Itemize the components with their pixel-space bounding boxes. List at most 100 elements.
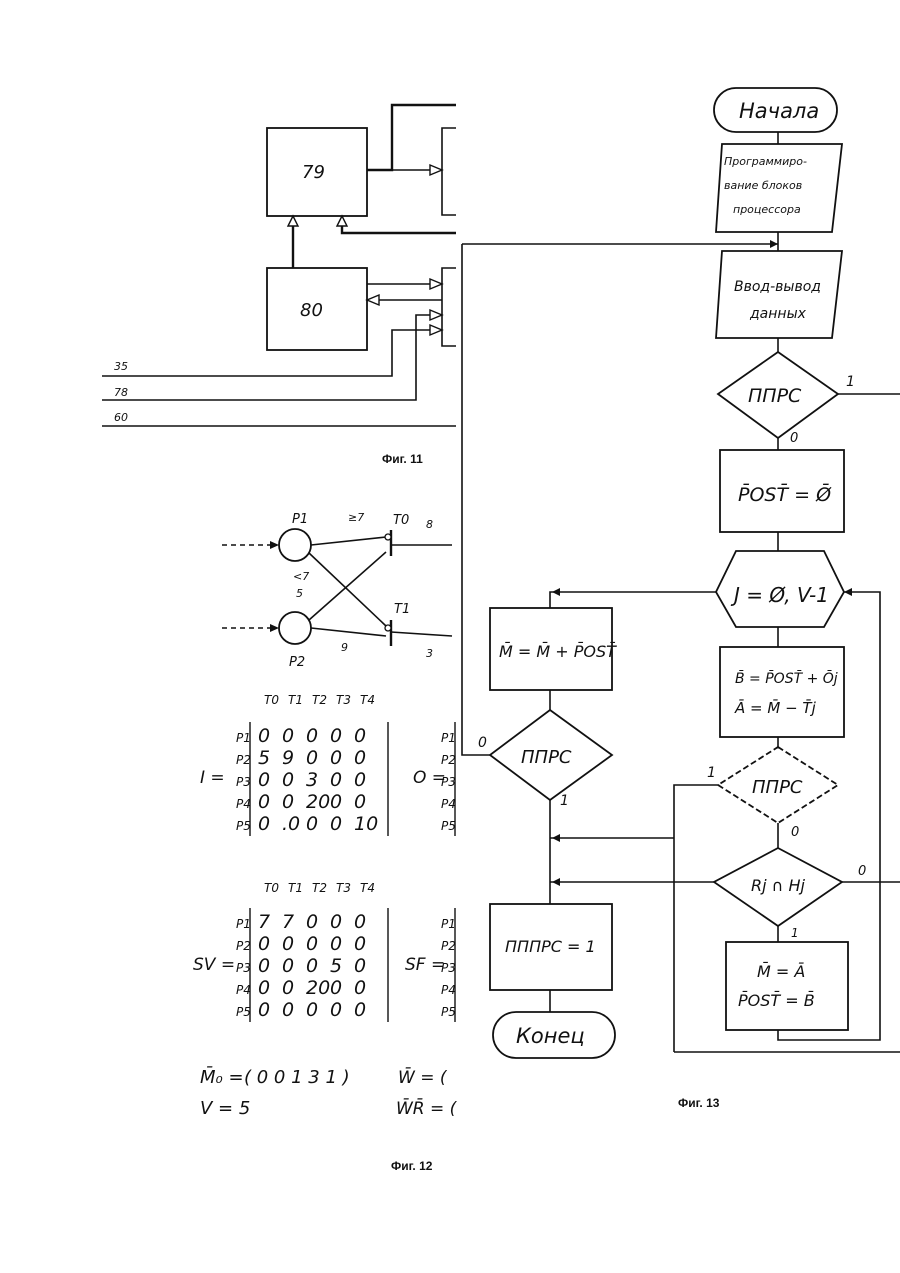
matrix_SV-cell: 20: [306, 977, 330, 999]
arc-label-lt7: <7: [293, 570, 309, 583]
io-step-line2: данных: [749, 306, 807, 322]
vector-m0-value: ( 0 0 1 3 1 ): [244, 1067, 350, 1088]
place-p2: [279, 612, 311, 644]
fig11-block-diagram: 79 80 35 78 60 Фиг. 11: [102, 105, 456, 466]
matrix_SV-cell: 0: [258, 933, 270, 955]
arc-t1-out: [391, 632, 452, 636]
block-79-label: 79: [302, 162, 325, 183]
matrix_I-cell: 20: [306, 791, 330, 813]
inhibitor-t1: [385, 625, 391, 631]
cond2-one-rail: [674, 785, 732, 1052]
decision-pprs-mid-one: 1: [707, 765, 716, 781]
program-step-line2: вание блоков: [724, 179, 802, 192]
matrix_I-cell: 0: [282, 769, 294, 791]
decision-pprs-top-label: ППРС: [748, 385, 802, 407]
matrix_I-cell: 0: [306, 747, 318, 769]
matrix-sv-name: SV =: [193, 955, 235, 975]
assign-m-sum-label: M̄ = M̄ + P̄OST̄: [499, 642, 617, 661]
matrix_I-col-header: T0: [264, 693, 279, 707]
arc-p2-t0: [309, 552, 386, 620]
matrix_SV-cell: 0: [330, 999, 342, 1021]
matrix_SV-col-header: T1: [288, 881, 303, 895]
arrow-into-79-b: [337, 216, 347, 226]
matrix_SV-cell: 7: [282, 911, 294, 933]
matrix_SV-cell: 0: [282, 933, 294, 955]
matrix_I-cell: 0: [354, 769, 366, 791]
merge-arrow-lower: [552, 878, 560, 886]
matrix_SV-row-header: P5: [236, 1005, 251, 1019]
right-block-upper-edge: [442, 128, 456, 215]
arrow-bus-b: [430, 325, 442, 335]
matrix_I-cell: 0: [354, 747, 366, 769]
matrix_SV-row-header: P4: [236, 983, 251, 997]
matrix_I-col-header: T1: [288, 693, 303, 707]
matrix_I-cell: 0: [258, 813, 270, 835]
matrix_I-col-header: T4: [360, 693, 375, 707]
calc-a-label: Ā = M̄ − T̄j: [734, 698, 817, 717]
matrix_O-row-header: P1: [441, 731, 456, 745]
wire-feed-79: [342, 226, 456, 233]
start-label: Начала: [739, 99, 819, 123]
arc-p2-t1: [311, 628, 386, 636]
matrix_SV-col-header: T4: [360, 881, 375, 895]
arc-p1-t1: [309, 553, 386, 626]
matrix_SV-row-header: P2: [236, 939, 251, 953]
matrix_SV-cell: 0: [282, 999, 294, 1021]
merge-arrow-upper: [552, 834, 560, 842]
matrix_I-cell: 0: [330, 769, 342, 791]
arrow-80-out: [430, 279, 442, 289]
arrow-80-in: [367, 295, 379, 305]
matrix_I-cell: 5: [258, 747, 270, 769]
arrow-into-79-a: [288, 216, 298, 226]
loopback-arrow: [770, 240, 778, 248]
matrix-o-partial: P1P2P3P4P5: [441, 722, 456, 836]
matrix_SV-cell: 0: [330, 933, 342, 955]
matrix_SV-cell: 0: [354, 911, 366, 933]
fig12-caption: Фиг. 12: [391, 1159, 433, 1173]
matrix_SV-cell: 7: [258, 911, 270, 933]
loop-exit-left: [550, 592, 716, 608]
loop-j-label: J = Ø, V-1: [730, 583, 829, 607]
matrix_SV-cell: 0: [330, 977, 342, 999]
matrix_I-cell: 0: [258, 769, 270, 791]
matrix_I-row-header: P4: [236, 797, 251, 811]
place-p1-label: P1: [292, 512, 308, 527]
matrix_I-cell: 0: [330, 813, 342, 835]
decision-pprs-left-one: 1: [560, 793, 569, 809]
matrix_SV-cell: 0: [354, 933, 366, 955]
end-label: Конец: [516, 1024, 585, 1048]
matrix_SV-col-header: T3: [336, 881, 351, 895]
decision-rj-hj-one: 1: [791, 926, 799, 940]
matrix_I-cell: 0: [282, 791, 294, 813]
matrix_I-cell: 0: [330, 791, 342, 813]
matrix-sf-name: SF =: [405, 955, 445, 975]
assign-m-a-label: M̄ = Ā: [757, 962, 805, 981]
matrix_I-cell: 9: [282, 747, 294, 769]
loopback-left-rail: [462, 244, 490, 755]
decision-pprs-top-one: 1: [846, 374, 855, 390]
matrix_SV-cell: 0: [306, 911, 318, 933]
matrix_SV-col-header: T0: [264, 881, 279, 895]
matrix_I-row-header: P5: [236, 819, 251, 833]
arc-label-8: 8: [426, 518, 433, 531]
place-p1: [279, 529, 311, 561]
calc-b-label: B̄ = P̄OST̄ + Ōj: [735, 669, 838, 687]
matrix_I-cell: 0: [330, 725, 342, 747]
arrow-bus-a: [430, 310, 442, 320]
matrix_I-cell: 10: [354, 813, 378, 835]
matrix_SV-cell: 0: [282, 955, 294, 977]
matrix_I-col-header: T2: [312, 693, 327, 707]
matrix_SV-cell: 0: [258, 999, 270, 1021]
arrow-79-right: [430, 165, 442, 175]
assign-post-b-label: P̄OST̄ = B̄: [738, 991, 815, 1010]
matrix_SV-cell: 5: [330, 955, 342, 977]
arc-label-5: 5: [296, 587, 303, 600]
matrix_I-cell: 0: [354, 725, 366, 747]
arc-label-9: 9: [341, 641, 348, 654]
matrix_I-cell: 0: [354, 791, 366, 813]
matrix_SV-row-header: P3: [236, 961, 251, 975]
matrix_I-row-header: P1: [236, 731, 251, 745]
matrix_SV-cell: 0: [354, 977, 366, 999]
matrix_O-row-header: P2: [441, 753, 456, 767]
matrix_SV-cell: 0: [282, 977, 294, 999]
